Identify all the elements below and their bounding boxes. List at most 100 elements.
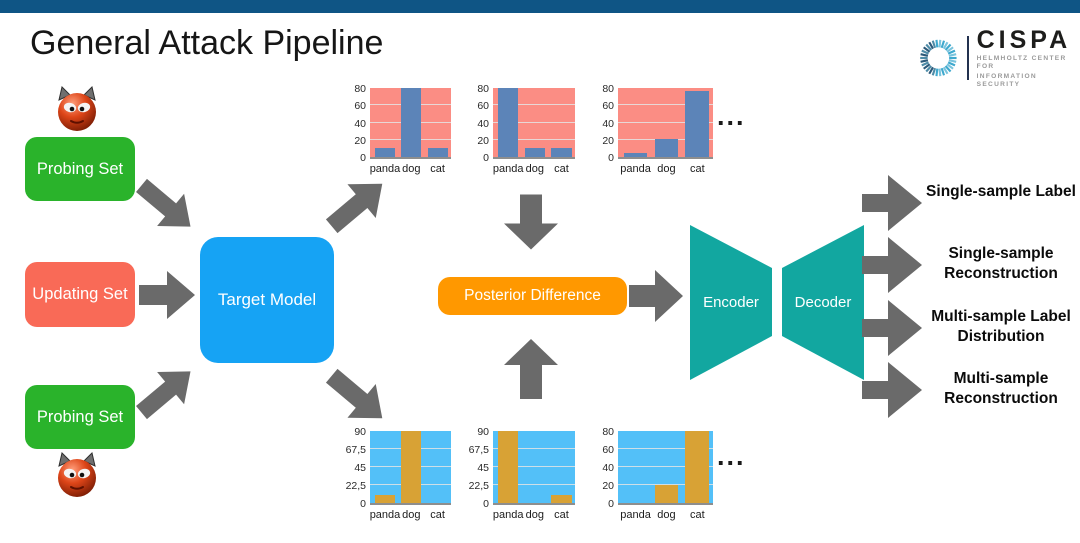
category-label: panda bbox=[369, 509, 401, 521]
bar-panda bbox=[374, 148, 396, 157]
category-label: panda bbox=[620, 509, 651, 521]
arrow-icon bbox=[862, 175, 922, 231]
ellipsis-top: ... bbox=[717, 101, 746, 131]
encoder-label: Encoder bbox=[703, 294, 759, 311]
plot-area bbox=[370, 88, 451, 159]
decoder-label: Decoder bbox=[794, 294, 852, 311]
output-multi-sample-reconstruction: Multi-sample Reconstruction bbox=[944, 370, 1058, 408]
grid-line bbox=[618, 484, 713, 485]
grid-line bbox=[493, 448, 575, 449]
y-tick-label: 0 bbox=[608, 498, 614, 510]
cispa-sunburst-icon bbox=[920, 40, 957, 77]
logo-text: CISPA HELMHOLTZ CENTER FOR INFORMATION S… bbox=[977, 28, 1080, 89]
category-label: dog bbox=[402, 509, 421, 521]
plot-area bbox=[493, 88, 575, 159]
updating-set-box: Updating Set bbox=[25, 262, 135, 327]
posterior-difference-box: Posterior Difference bbox=[438, 277, 627, 315]
devil-icon-top bbox=[58, 86, 96, 131]
y-tick-label: 20 bbox=[602, 134, 614, 147]
category-label: cat bbox=[689, 163, 705, 175]
grid-line bbox=[493, 104, 575, 106]
devil-icon-bottom bbox=[58, 452, 96, 497]
output-single-sample-reconstruction: Single-sample Reconstruction bbox=[944, 245, 1058, 283]
logo-subtitle-line1: HELMHOLTZ CENTER FOR bbox=[976, 55, 1067, 70]
y-tick-label: 0 bbox=[483, 498, 489, 510]
cispa-logo: CISPA HELMHOLTZ CENTER FOR INFORMATION S… bbox=[916, 28, 1080, 89]
logo-wordmark: CISPA bbox=[976, 26, 1072, 54]
bar-cat bbox=[551, 148, 572, 157]
category-label: cat bbox=[554, 163, 569, 175]
arrow-icon bbox=[136, 371, 191, 420]
y-tick-label: 20 bbox=[477, 134, 489, 147]
y-tick-label: 40 bbox=[602, 117, 614, 130]
category-label: panda bbox=[492, 163, 524, 175]
category-label: dog bbox=[525, 163, 544, 175]
grid-line bbox=[493, 138, 575, 140]
sunburst-tick bbox=[928, 67, 934, 75]
y-tick-label: 60 bbox=[602, 444, 614, 456]
arrow-icon bbox=[629, 270, 683, 322]
sunburst-tick bbox=[944, 65, 952, 73]
category-label: panda bbox=[620, 163, 651, 175]
y-tick-label: 67,5 bbox=[345, 444, 366, 456]
sunburst-tick bbox=[947, 49, 956, 55]
sunburst-tick bbox=[931, 40, 937, 49]
y-tick-label: 45 bbox=[477, 462, 489, 474]
y-tick-label: 0 bbox=[483, 152, 489, 164]
probing-set-box-top: Probing Set bbox=[25, 137, 135, 201]
top-accent-bar bbox=[0, 0, 1080, 13]
sunburst-tick bbox=[923, 63, 931, 70]
sunburst-tick bbox=[948, 53, 957, 58]
grid-line bbox=[618, 448, 713, 449]
y-tick-label: 20 bbox=[354, 134, 366, 147]
y-tick-label: 80 bbox=[602, 83, 614, 95]
sunburst-tick bbox=[940, 40, 946, 49]
bar-panda bbox=[497, 88, 519, 157]
bar-cat bbox=[427, 148, 448, 157]
y-tick-label: 80 bbox=[602, 426, 614, 438]
arrow-icon bbox=[862, 362, 922, 418]
category-label: cat bbox=[689, 509, 705, 521]
sunburst-tick bbox=[948, 59, 957, 64]
sunburst-tick bbox=[946, 63, 954, 70]
sunburst-tick bbox=[923, 46, 931, 53]
arrow-icon bbox=[139, 271, 195, 319]
bar-cat bbox=[551, 495, 572, 503]
probing-set-box-bottom: Probing Set bbox=[25, 385, 135, 449]
sunburst-tick bbox=[921, 49, 930, 55]
sunburst-tick bbox=[942, 42, 949, 50]
target-model-box: Target Model bbox=[200, 237, 334, 363]
sunburst-tick bbox=[938, 68, 942, 77]
grid-line bbox=[493, 121, 575, 123]
category-label: panda bbox=[492, 509, 524, 521]
bar-cat bbox=[685, 431, 710, 503]
y-tick-label: 20 bbox=[602, 480, 614, 492]
sunburst-tick bbox=[938, 40, 942, 48]
sunburst-tick bbox=[925, 44, 933, 52]
y-tick-label: 22,5 bbox=[345, 480, 366, 492]
sunburst-tick bbox=[931, 68, 937, 76]
plot-area bbox=[370, 431, 451, 505]
ellipsis-bottom: ... bbox=[717, 441, 746, 471]
sunburst-tick bbox=[920, 59, 929, 64]
sunburst-tick bbox=[928, 42, 934, 50]
category-label: cat bbox=[554, 509, 569, 521]
arrow-icon bbox=[862, 300, 922, 356]
y-tick-label: 90 bbox=[354, 426, 366, 438]
y-tick-label: 40 bbox=[354, 117, 366, 130]
category-label: panda bbox=[369, 163, 401, 175]
